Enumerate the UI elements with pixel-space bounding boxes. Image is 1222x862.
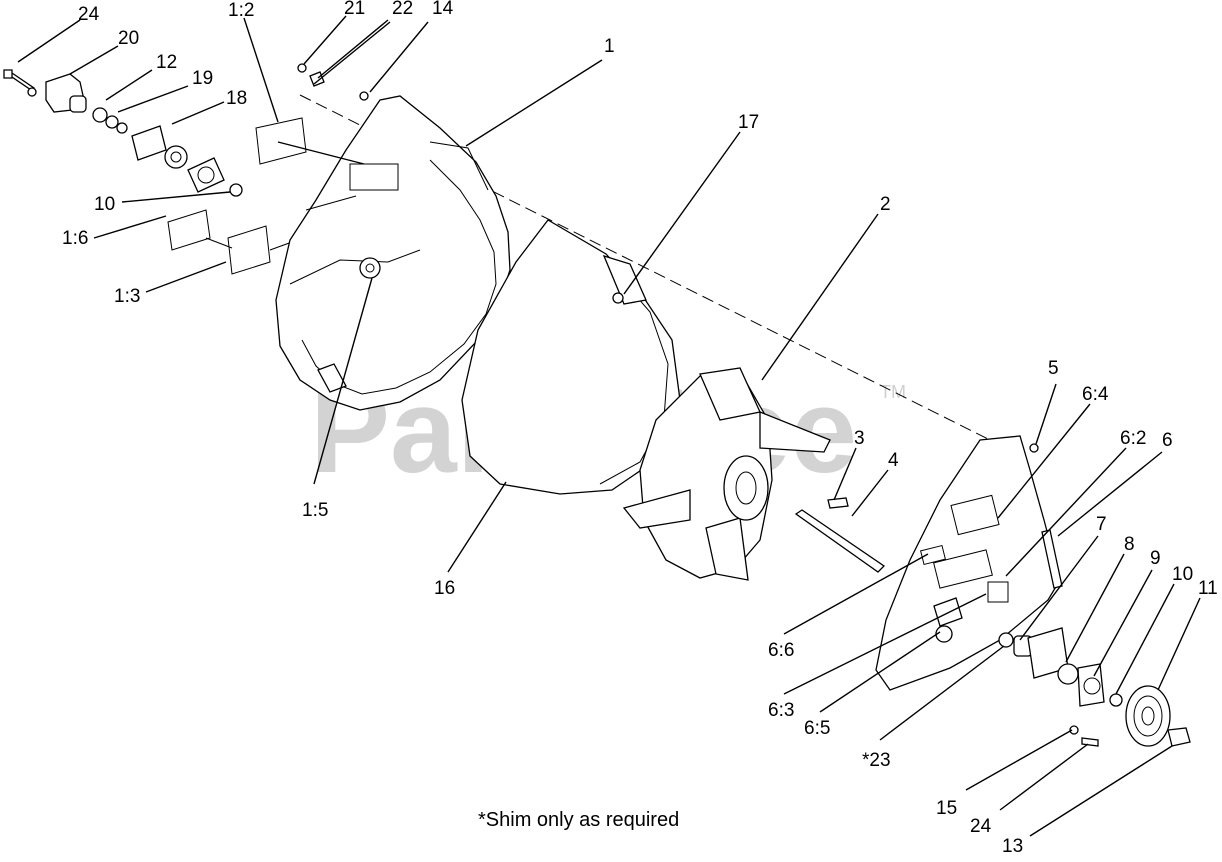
part-shim-10-left: [229, 183, 243, 197]
part-housing-1: [275, 95, 511, 411]
part-flange-9: [1077, 663, 1105, 707]
part-washer-15: [1069, 725, 1079, 735]
label-10-left: 10: [94, 194, 115, 215]
label-3: 3: [854, 428, 865, 449]
part-bushing-6-5: [935, 625, 953, 643]
part-washer-left: [27, 87, 37, 97]
label-4: 4: [888, 450, 899, 471]
label-20: 20: [118, 28, 139, 49]
label-17: 17: [738, 112, 759, 133]
footnote-text: *Shim only as required: [478, 809, 679, 831]
trademark-text: TM: [880, 382, 906, 402]
impeller-2-blade-right: [759, 411, 831, 453]
part-pulley-11-hub: [1141, 706, 1155, 726]
housing-1-decal-slot: [349, 163, 399, 191]
label-6-2: 6:2: [1120, 428, 1146, 449]
part-pulley-11: [1125, 685, 1171, 747]
label-23: *23: [862, 750, 891, 771]
part-flange-left: [187, 157, 225, 193]
part-ring-19: [116, 122, 128, 134]
side-plate-6-rim: [1041, 529, 1063, 589]
left-hardware-group: [3, 69, 243, 197]
housing-1-foot: [317, 363, 347, 393]
decal-6-2: [933, 549, 993, 589]
label-6-6: 6:6: [768, 640, 794, 661]
label-6-4: 6:4: [1082, 384, 1109, 405]
part-nut-13: [1167, 727, 1191, 747]
label-1-5: 1:5: [302, 500, 328, 521]
label-13: 13: [1002, 836, 1023, 857]
decal-1-3: [227, 225, 271, 275]
leader-lines: [17, 15, 1201, 837]
housing-1-shell: [275, 95, 511, 411]
housing-1-flange-tab: [429, 141, 489, 191]
label-1-2: 1:2: [228, 0, 254, 21]
band-16-edge: [599, 267, 669, 485]
part-bearing-left: [164, 145, 188, 169]
part-washer-19b: [105, 115, 119, 129]
label-14: 14: [432, 0, 454, 19]
label-10-right: 10: [1172, 564, 1193, 585]
decal-1-2: [255, 117, 307, 165]
part-collar-12: [69, 95, 87, 113]
part-bolt-24-right: [1081, 737, 1099, 747]
part-bracket-6-5: [933, 597, 963, 627]
decal-1-3-flap: [205, 237, 293, 251]
part-nut-21: [297, 63, 307, 73]
label-6-5: 6:5: [804, 718, 830, 739]
part-nut-17: [612, 292, 624, 304]
part-nut-5: [1029, 443, 1039, 453]
label-19: 19: [192, 68, 213, 89]
part-plate-18: [131, 125, 167, 161]
part-shim-23: [998, 632, 1014, 648]
impeller-2-hub-bore: [735, 471, 757, 505]
label-15: 15: [936, 798, 957, 819]
part-bearing-right: [1057, 663, 1079, 685]
label-21: 21: [344, 0, 365, 19]
label-22: 22: [392, 0, 413, 19]
right-hardware-group: [998, 627, 1191, 747]
label-7: 7: [1096, 514, 1107, 535]
impeller-2-blade-left: [622, 489, 691, 529]
label-1: 1: [604, 36, 615, 57]
label-6-3: 6:3: [768, 700, 794, 721]
label-24-left: 24: [78, 4, 100, 25]
label-12: 12: [156, 52, 177, 73]
part-flange-left-hub: [197, 166, 215, 184]
label-2: 2: [880, 194, 891, 215]
part-screw-14: [359, 91, 369, 101]
part-flange-9-hub: [1083, 677, 1101, 695]
label-18: 18: [226, 88, 247, 109]
decal-6-4: [950, 494, 1000, 536]
part-bearing-left-inner: [170, 151, 182, 163]
housing-1-boss: [359, 257, 381, 279]
part-side-plate-6: [875, 435, 1063, 691]
part-band-16: [461, 219, 681, 495]
label-1-3: 1:3: [114, 286, 140, 307]
label-11: 11: [1198, 578, 1218, 599]
part-impeller-2: [622, 367, 831, 581]
label-6: 6: [1162, 430, 1173, 451]
label-5: 5: [1048, 358, 1059, 379]
housing-1-boss-hole: [365, 263, 375, 273]
label-8: 8: [1124, 534, 1135, 555]
part-pulley-11-groove: [1133, 695, 1163, 737]
label-1-6: 1:6: [62, 228, 88, 249]
label-16: 16: [434, 578, 455, 599]
part-washer-19a: [92, 107, 108, 123]
label-9: 9: [1150, 548, 1161, 569]
callout-labels: 24 20 12 19 18 10 1:6 1:3 1:2 21 22 14 1…: [62, 0, 1218, 857]
decal-6-3: [987, 581, 1009, 603]
part-shim-10-right: [1109, 693, 1123, 707]
part-shaft-4: [794, 509, 886, 573]
label-24-right: 24: [970, 816, 992, 837]
decal-1-6: [167, 209, 211, 251]
impeller-2-blade-bottom: [705, 517, 749, 581]
band-16-tab: [602, 254, 647, 305]
impeller-2-hub: [723, 455, 769, 521]
part-key-3: [827, 497, 849, 509]
